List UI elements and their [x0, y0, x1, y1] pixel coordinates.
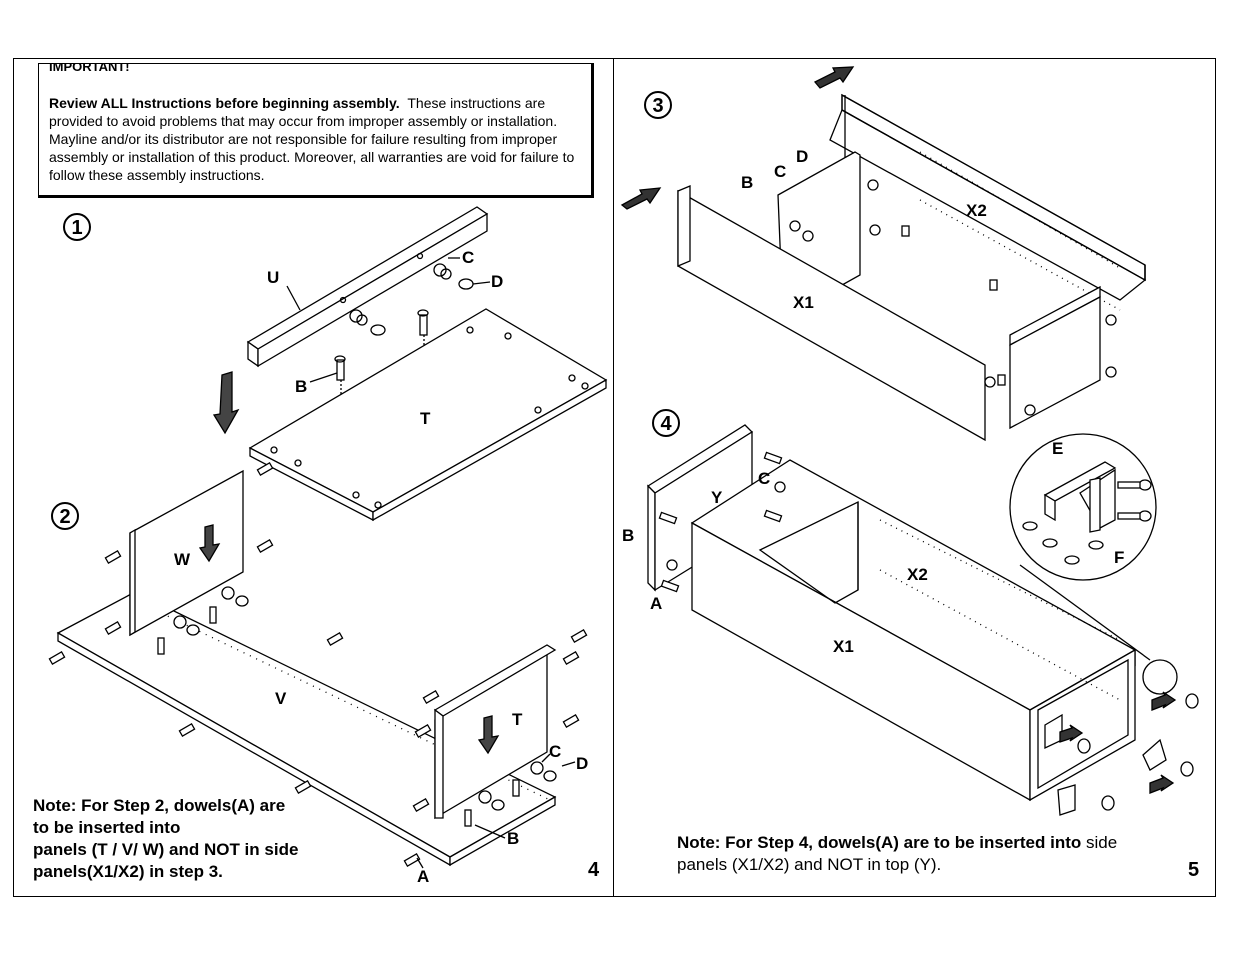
part-labels: U C D B T W V T C D B A B C D X2 X1 Y C …: [174, 147, 1124, 886]
label-y: Y: [711, 488, 723, 507]
label-b-4: B: [622, 526, 634, 545]
panel-v: [56, 591, 557, 867]
step4-note-bold: Note: For Step 4, dowels(A) are to be in…: [677, 833, 1082, 852]
step-2-label: 2: [59, 506, 70, 528]
label-e: E: [1052, 439, 1063, 458]
cam-lock-1: [433, 263, 452, 280]
label-d-3: D: [796, 147, 808, 166]
label-u: U: [267, 268, 279, 287]
label-x1-4: X1: [833, 637, 854, 656]
box-x1-x2: [690, 459, 1137, 802]
down-arrow-icon-t: [477, 715, 500, 755]
step2-note: Note: For Step 2, dowels(A) are to be in…: [33, 795, 298, 883]
step2-note-line: to be inserted into: [33, 818, 181, 837]
notice-text: These instructions are provided to avoid…: [49, 95, 575, 183]
panel-x2-step3: [829, 93, 1147, 311]
important-notice: IMPORTANT! Review ALL Instructions befor…: [38, 63, 594, 198]
label-c-1: C: [462, 248, 474, 267]
step-4-label: 4: [660, 413, 672, 435]
bolt-b-2: [417, 309, 429, 336]
notice-body: Review ALL Instructions before beginning…: [49, 94, 581, 184]
label-a-2: A: [650, 594, 662, 613]
label-a-1: A: [417, 867, 429, 886]
label-f: F: [1114, 548, 1124, 567]
label-w: W: [174, 550, 191, 569]
label-x2-3: X2: [966, 201, 987, 220]
label-c-2: C: [549, 742, 561, 761]
label-t-2: T: [512, 710, 523, 729]
page-divider: [613, 58, 614, 897]
step-3-label: 3: [652, 95, 663, 117]
step2-note-line: Note: For Step 2, dowels(A) are: [33, 796, 286, 815]
label-b-1: B: [295, 377, 307, 396]
step4-note-rest: side: [1081, 833, 1118, 852]
step-markers: 1 2 3 4: [51, 91, 680, 530]
arrow-left-icon: [620, 187, 662, 210]
bracket-detail: [1043, 461, 1117, 533]
page-number-left: 4: [588, 859, 600, 881]
panel-x1-step3: [677, 185, 986, 442]
label-t-1: T: [420, 409, 431, 428]
detail-circle: [1009, 433, 1157, 581]
label-v: V: [275, 689, 287, 708]
top-panel-y: [646, 424, 754, 592]
label-d-2: D: [576, 754, 588, 773]
cam-disc-d-1: [458, 278, 474, 290]
panel-t: [248, 308, 608, 522]
panel-w: [129, 469, 244, 637]
page-frame: [13, 58, 1216, 897]
bolt-b-1: [334, 355, 346, 381]
notice-lead: Review ALL Instructions before beginning…: [49, 95, 400, 111]
label-b-3: B: [741, 173, 753, 192]
step4-note: Note: For Step 4, dowels(A) are to be in…: [677, 832, 1197, 876]
label-c-3: C: [774, 162, 786, 181]
arrow-top-icon: [813, 66, 855, 89]
label-c-4: C: [758, 469, 770, 488]
down-arrow-icon-w: [198, 524, 221, 563]
dowels-a: [48, 462, 588, 867]
step2-note-line: panels(X1/X2) in step 3.: [33, 862, 223, 881]
step-1-label: 1: [71, 217, 82, 239]
step4-note-line2: panels (X1/X2) and NOT in top (Y).: [677, 855, 942, 874]
panel-right-end-step3: [1009, 285, 1101, 430]
label-d-1: D: [491, 272, 503, 291]
notice-heading: IMPORTANT!: [49, 63, 130, 74]
page-number-right: 5: [1188, 859, 1200, 881]
label-x2-4: X2: [907, 565, 928, 584]
label-x1-3: X1: [793, 293, 814, 312]
label-b-2: B: [507, 829, 519, 848]
down-arrow-icon: [212, 371, 240, 435]
step2-note-line: panels (T / V/ W) and NOT in side: [33, 840, 299, 859]
cam-lock-2: [349, 309, 368, 326]
rail-u: [246, 206, 489, 368]
